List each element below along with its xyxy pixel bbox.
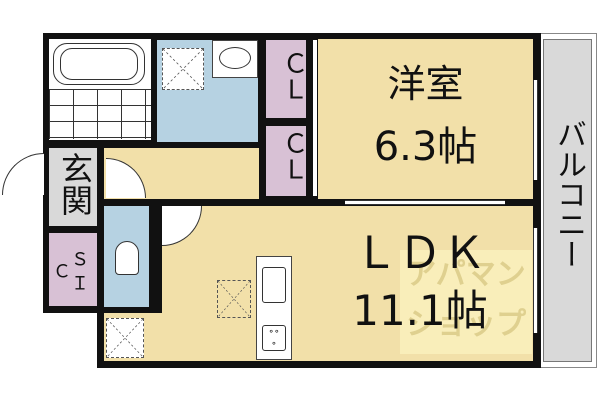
closet-doors [313,40,317,196]
sic-label: ＳＩＣ [50,249,89,298]
toilet-icon [115,241,139,275]
western-room-name: 洋室 [387,62,464,106]
western-room: 洋室 6.3帖 [318,39,533,199]
closet-upper-label: ＣＬ [278,50,308,102]
entrance: 玄関 [49,148,97,226]
sliding-door[interactable] [345,200,505,205]
shoe-in-closet[interactable]: ＳＩＣ [49,233,97,306]
kitchen-counter: ∘∘∘ [256,256,292,360]
western-room-size: 6.3帖 [373,124,478,170]
window [533,228,538,333]
ldk-size: 11.1帖 [352,286,488,335]
ldk-name: ＬＤＫ [354,228,486,279]
washing-machine-space [162,48,204,90]
watermark-logo: アパマンショップ [400,250,532,354]
closet-upper[interactable]: ＣＬ [266,40,308,118]
bathtub-icon [53,43,145,85]
stove-icon: ∘∘∘ [262,325,286,351]
window [533,80,538,180]
balcony: バルコニー [538,33,597,368]
kitchen-sink-icon [262,267,286,303]
toilet-room [104,206,149,307]
fridge-space [217,280,251,318]
closet-lower[interactable]: ＣＬ [266,126,308,196]
storage-space [106,318,144,358]
balcony-label: バルコニー [551,119,586,269]
closet-lower-label: ＣＬ [278,130,308,182]
entrance-label: 玄関 [56,152,94,216]
sink-icon [212,40,258,78]
bathroom [49,39,151,140]
tile-floor [49,89,151,139]
washroom [157,40,258,142]
entrance-door[interactable] [2,153,44,195]
